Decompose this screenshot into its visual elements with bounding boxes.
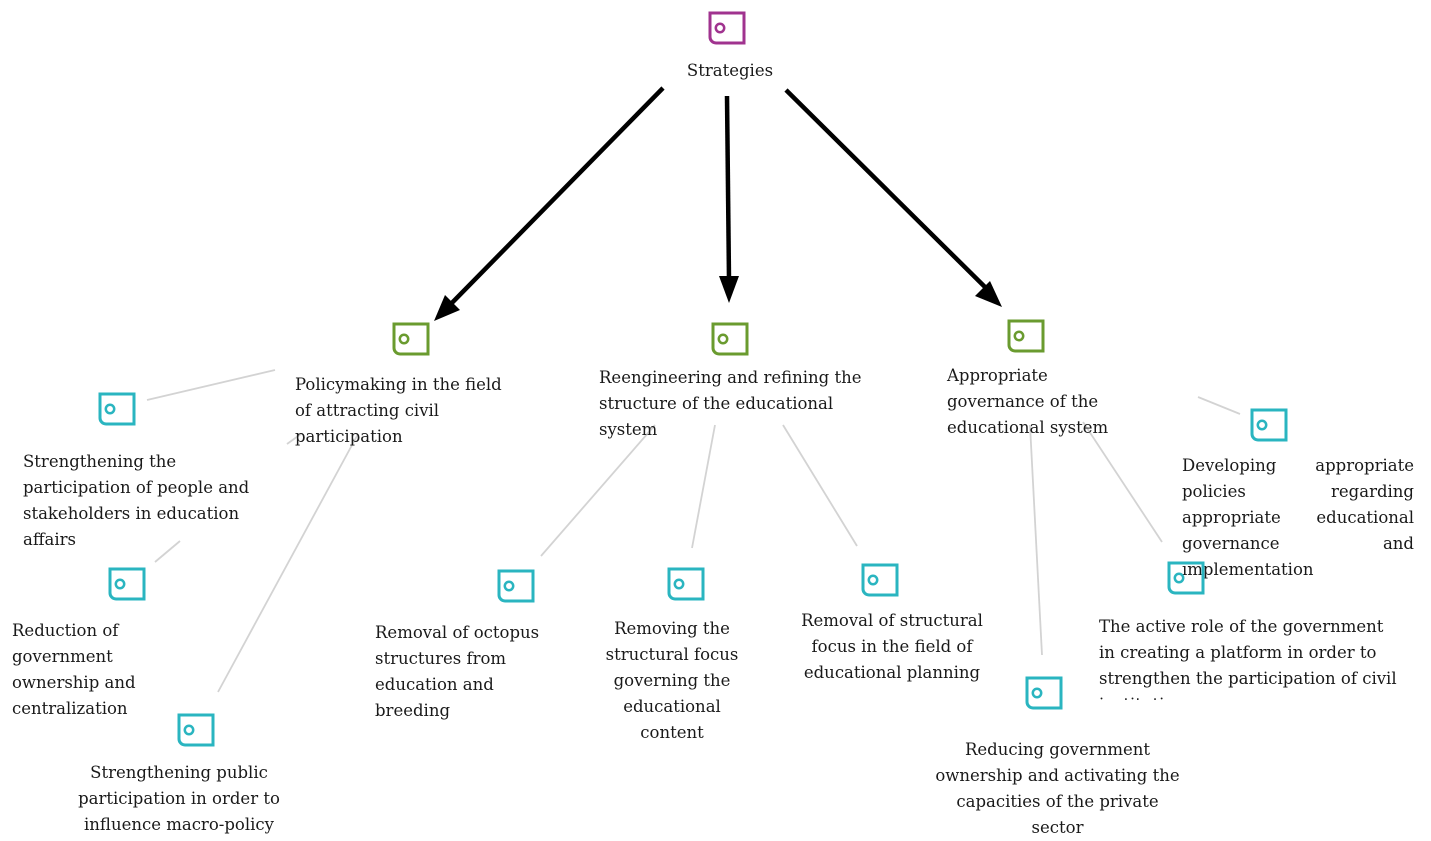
code-node-icon[interactable]	[107, 567, 147, 601]
code-node-icon[interactable]	[1166, 561, 1206, 595]
level2-label-educational-planning: Removal of structural focus in the field…	[801, 611, 983, 682]
arrowhead-governance	[975, 281, 1002, 307]
level2-label-octopus: Removal of octopus structures from educa…	[375, 623, 540, 720]
level2-label-reduction-ownership: Reduction of government ownership and ce…	[12, 621, 136, 718]
connector-developing	[1197, 396, 1241, 415]
level2-label-active-role: The active role of the government in cre…	[1099, 617, 1397, 700]
arrowhead-policymaking	[434, 295, 460, 321]
level1-label-policymaking: Policymaking in the field of attracting …	[295, 375, 502, 446]
connector-public-participation	[217, 433, 359, 693]
code-node-icon[interactable]	[666, 567, 706, 601]
code-node-icon[interactable]	[97, 392, 137, 426]
code-node-icon[interactable]	[707, 11, 747, 45]
arrow-root-to-policymaking	[440, 86, 665, 315]
code-node-icon[interactable]	[1006, 319, 1046, 353]
arrow-root-to-governance	[784, 88, 990, 292]
level1-label-reengineering: Reengineering and refining the structure…	[599, 368, 862, 439]
connector-octopus	[540, 424, 656, 557]
connector-participation-b	[286, 433, 302, 445]
connector-content	[691, 424, 716, 549]
connector-planning	[782, 424, 858, 547]
level2-label-private-sector: Reducing government ownership and activa…	[935, 740, 1180, 837]
code-node-icon[interactable]	[176, 713, 216, 747]
level2-label-public-participation: Strengthening public participation in or…	[78, 763, 280, 834]
level1-label-governance: Appropriate governance of the educationa…	[947, 366, 1109, 437]
level2-label-developing-policies: Developing appropriate policies regardin…	[1182, 456, 1414, 579]
code-node-icon[interactable]	[860, 563, 900, 597]
arrowhead-reengineering	[719, 276, 739, 303]
code-node-icon[interactable]	[391, 322, 431, 356]
connector-reduction	[154, 540, 181, 563]
code-node-icon[interactable]	[710, 322, 750, 356]
code-node-icon[interactable]	[496, 569, 536, 603]
level2-label-educational-content: Removing the structural focus governing …	[605, 619, 739, 742]
code-node-icon[interactable]	[1024, 676, 1064, 710]
child-connectors	[146, 369, 1241, 693]
root-label: Strategies	[686, 61, 774, 80]
arrow-root-to-reengineering	[724, 95, 732, 281]
level2-label-participation-stakeholders: Strengthening the participation of peopl…	[23, 452, 250, 549]
connector-active-role	[1082, 421, 1163, 543]
root-arrows	[434, 86, 1002, 321]
connector-private-sector	[1029, 424, 1043, 656]
code-node-icon[interactable]	[1249, 408, 1289, 442]
connector-participation	[146, 369, 276, 401]
